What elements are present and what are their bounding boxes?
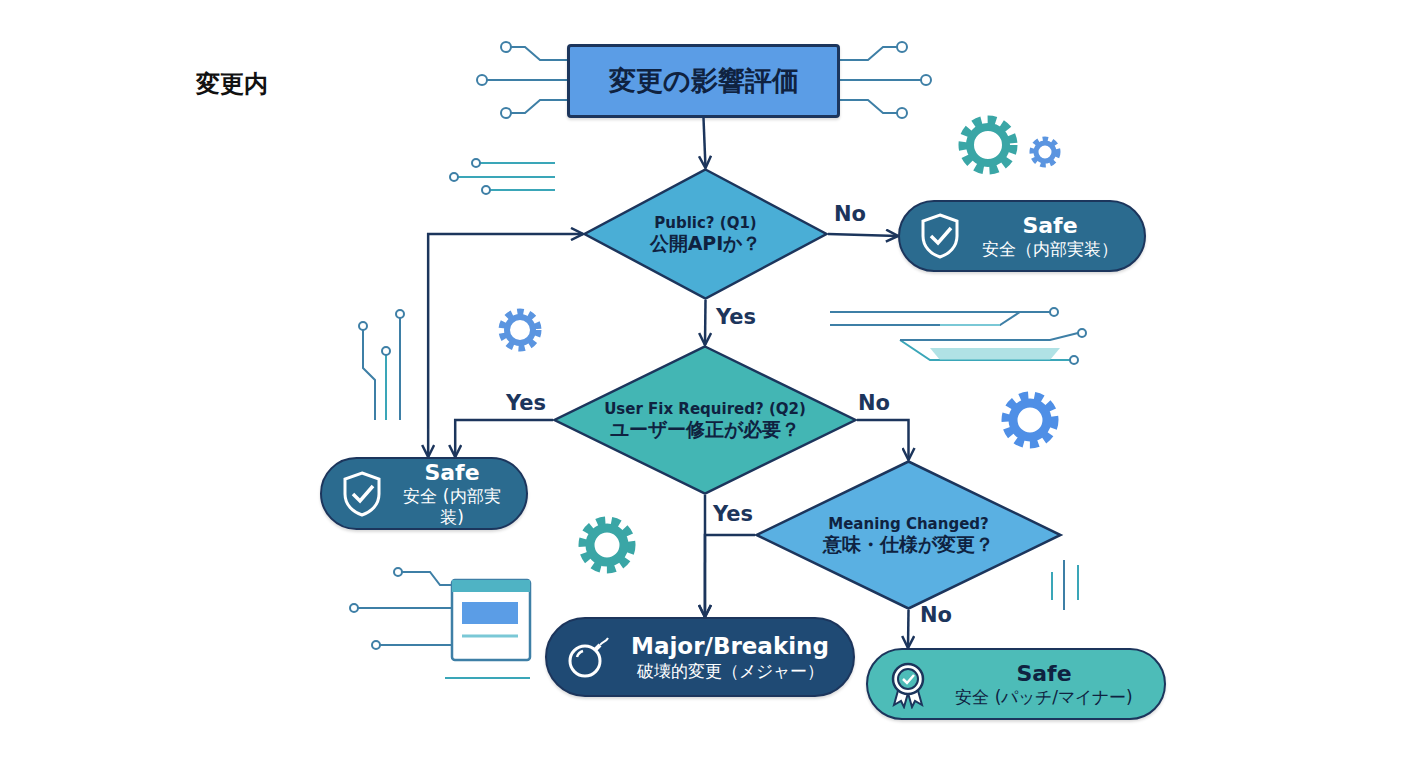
node-subtext: 公開APIか？ xyxy=(650,232,762,255)
shield-icon xyxy=(340,470,384,518)
circuit-band xyxy=(930,348,1060,360)
corner-label: 変更内 xyxy=(196,68,268,100)
breaking-box: Major/Breaking破壊的変更（メジャー） xyxy=(545,617,855,697)
shield-icon xyxy=(918,212,962,260)
node-subtext: 破壊的変更（メジャー） xyxy=(637,661,824,681)
node-heading: Major/Breaking xyxy=(631,633,829,661)
node-heading: Safe xyxy=(1016,661,1071,687)
node-heading: Safe xyxy=(1022,213,1077,239)
edge-label: Yes xyxy=(716,305,756,329)
node-subtext: 安全 (内部実装) xyxy=(392,486,512,527)
ribbon-icon xyxy=(886,659,930,709)
edge-label: Yes xyxy=(506,391,546,415)
node-subtext: 意味・仕様が変更？ xyxy=(823,533,994,556)
edge-label: Yes xyxy=(713,502,753,526)
node-heading: Public? (Q1) xyxy=(654,214,756,232)
decision-diamond: User Fix Required? (Q2)ユーザー修正が必要？ xyxy=(553,345,857,495)
flow-arrow xyxy=(705,535,755,617)
flow-arrow xyxy=(704,300,707,345)
node-subtext: 安全（内部実装） xyxy=(982,239,1118,259)
edge-label: No xyxy=(858,391,890,415)
node-heading: User Fix Required? (Q2) xyxy=(604,400,806,418)
node-subtext: 安全 (パッチ/マイナー) xyxy=(955,687,1132,707)
node-heading: 変更の影響評価 xyxy=(609,65,799,97)
node-subtext: ユーザー修正が必要？ xyxy=(610,418,800,441)
flow-arrow xyxy=(455,420,553,457)
decision-diamond: Public? (Q1)公開APIか？ xyxy=(583,168,828,300)
circuit-wires xyxy=(358,47,1078,678)
node-heading: Safe xyxy=(424,460,479,486)
result-box: Safe安全 (内部実装) xyxy=(320,457,528,530)
flow-arrow xyxy=(828,234,898,236)
edge-label: No xyxy=(834,202,866,226)
flow-arrow xyxy=(704,118,706,168)
bomb-icon xyxy=(565,633,613,681)
window-icon xyxy=(452,580,530,660)
result-box: Safe安全（内部実装） xyxy=(898,200,1146,272)
decision-diamond: Meaning Changed?意味・仕様が変更？ xyxy=(755,460,1062,610)
wire-dots xyxy=(350,42,1086,649)
flow-arrow xyxy=(704,495,707,617)
flow-arrow xyxy=(857,420,909,460)
node-heading: Meaning Changed? xyxy=(828,515,989,533)
result-box: Safe安全 (パッチ/マイナー) xyxy=(866,648,1166,720)
flow-arrow xyxy=(907,610,910,648)
edge-label: No xyxy=(920,603,952,627)
title-box: 変更の影響評価 xyxy=(567,44,840,118)
